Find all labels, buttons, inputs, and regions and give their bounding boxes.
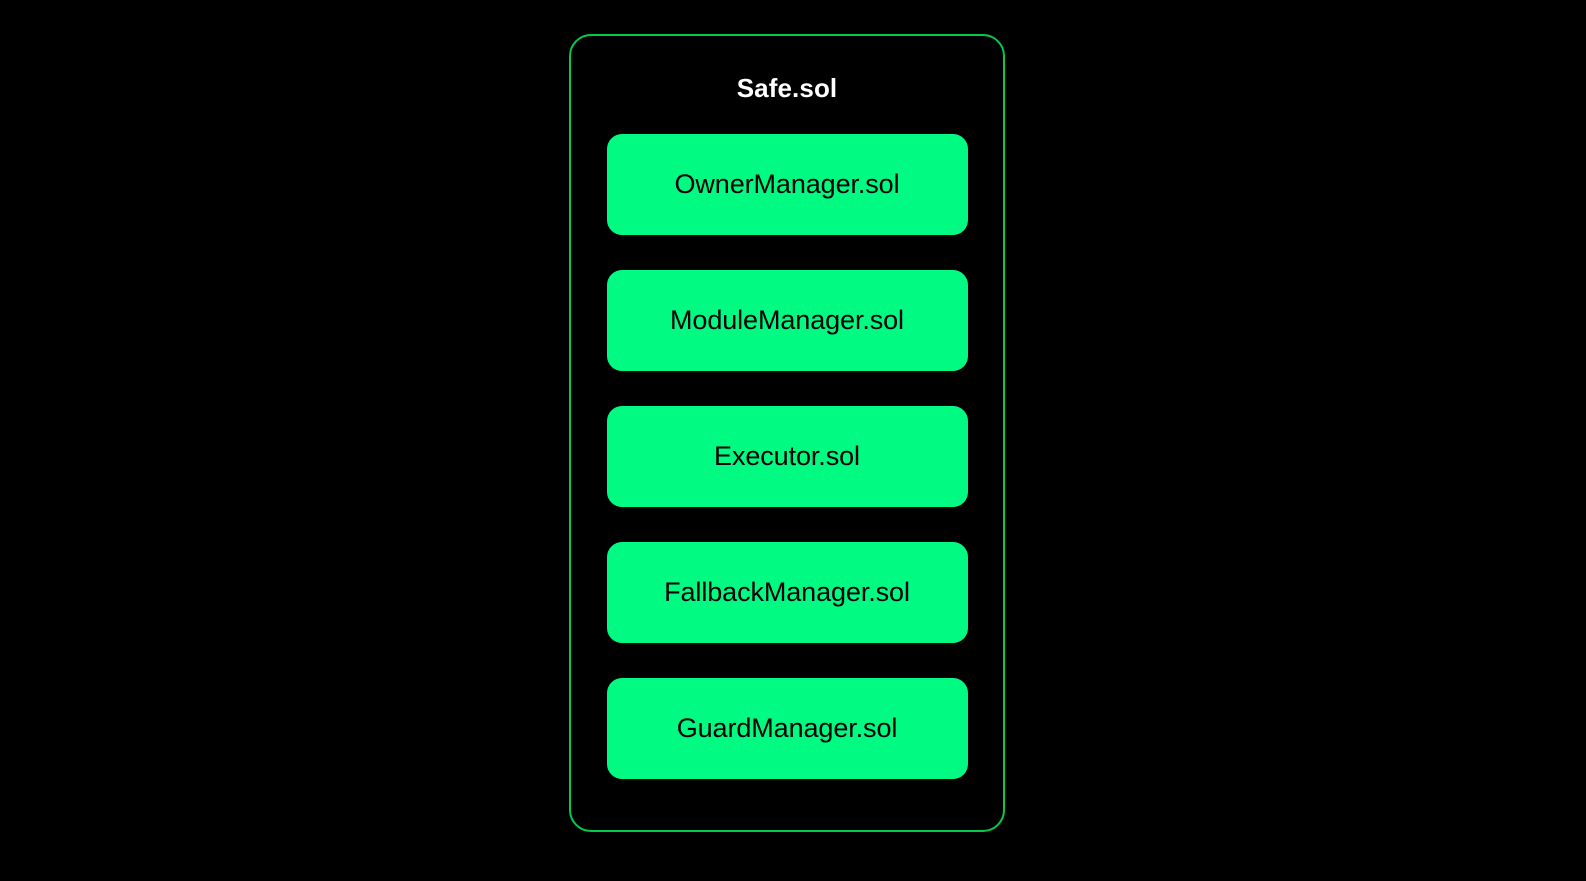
- module-box-fallback-manager[interactable]: FallbackManager.sol: [606, 541, 968, 643]
- module-list: OwnerManager.sol ModuleManager.sol Execu…: [606, 133, 968, 779]
- module-box-guard-manager[interactable]: GuardManager.sol: [606, 677, 968, 779]
- module-label: GuardManager.sol: [676, 712, 898, 743]
- module-label: FallbackManager.sol: [664, 576, 910, 607]
- module-box-executor[interactable]: Executor.sol: [606, 405, 968, 507]
- module-label: Executor.sol: [714, 440, 860, 471]
- container-title: Safe.sol: [736, 73, 838, 103]
- module-label: ModuleManager.sol: [670, 304, 904, 335]
- module-box-module-manager[interactable]: ModuleManager.sol: [606, 269, 968, 371]
- module-label: OwnerManager.sol: [674, 168, 900, 199]
- module-box-owner-manager[interactable]: OwnerManager.sol: [606, 133, 968, 235]
- safe-sol-container: Safe.sol OwnerManager.sol ModuleManager.…: [569, 34, 1005, 832]
